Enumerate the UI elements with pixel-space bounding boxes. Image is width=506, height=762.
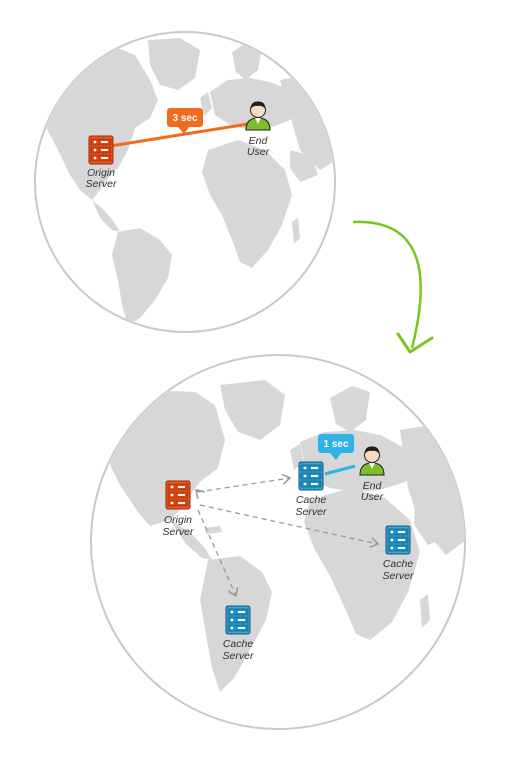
top-user-label-line2: User (247, 146, 270, 158)
bottom-latency-label: 1 sec (323, 439, 348, 450)
top-user-label-line1: End (249, 135, 269, 147)
cache-africa-label-line2: Server (383, 570, 414, 582)
top-latency-line (97, 122, 249, 150)
cache-europe-label-line2: Server (296, 506, 327, 518)
link-to-europe-cache (197, 478, 290, 493)
top-latency-bubble: 3 sec (167, 108, 203, 134)
cache-europe-label-line1: Cache (296, 494, 327, 506)
cache-africa-label-line1: Cache (383, 558, 414, 570)
link-to-samerica-cache (197, 509, 236, 596)
server-rack-icon (225, 605, 251, 635)
server-rack-icon (298, 461, 324, 491)
cache-samerica-label-line1: Cache (223, 638, 254, 650)
top-latency-label: 3 sec (172, 113, 197, 124)
bottom-user-label-line1: End (363, 480, 383, 492)
top-origin-label-line2: Server (86, 178, 117, 190)
curved-arrow-icon (352, 220, 434, 354)
bottom-origin-label-line1: Origin (164, 514, 192, 526)
link-origin-head (196, 490, 198, 492)
link-to-africa-cache (199, 504, 378, 544)
bottom-user-label-line2: User (361, 491, 384, 503)
bottom-latency-line (324, 464, 356, 476)
top-origin-label-line1: Origin (87, 167, 115, 179)
bottom-globe: 1 sec Origin Server Cache Server End Use… (90, 354, 466, 730)
bottom-latency-bubble: 1 sec (318, 434, 354, 460)
server-rack-icon (165, 480, 191, 510)
server-rack-icon (385, 525, 411, 555)
bottom-origin-label-line2: Server (163, 526, 194, 538)
cdn-connections (196, 478, 378, 596)
top-globe: 3 sec Origin Server End User (34, 31, 336, 333)
cache-samerica-label-line2: Server (223, 650, 254, 662)
server-rack-icon (88, 135, 114, 165)
